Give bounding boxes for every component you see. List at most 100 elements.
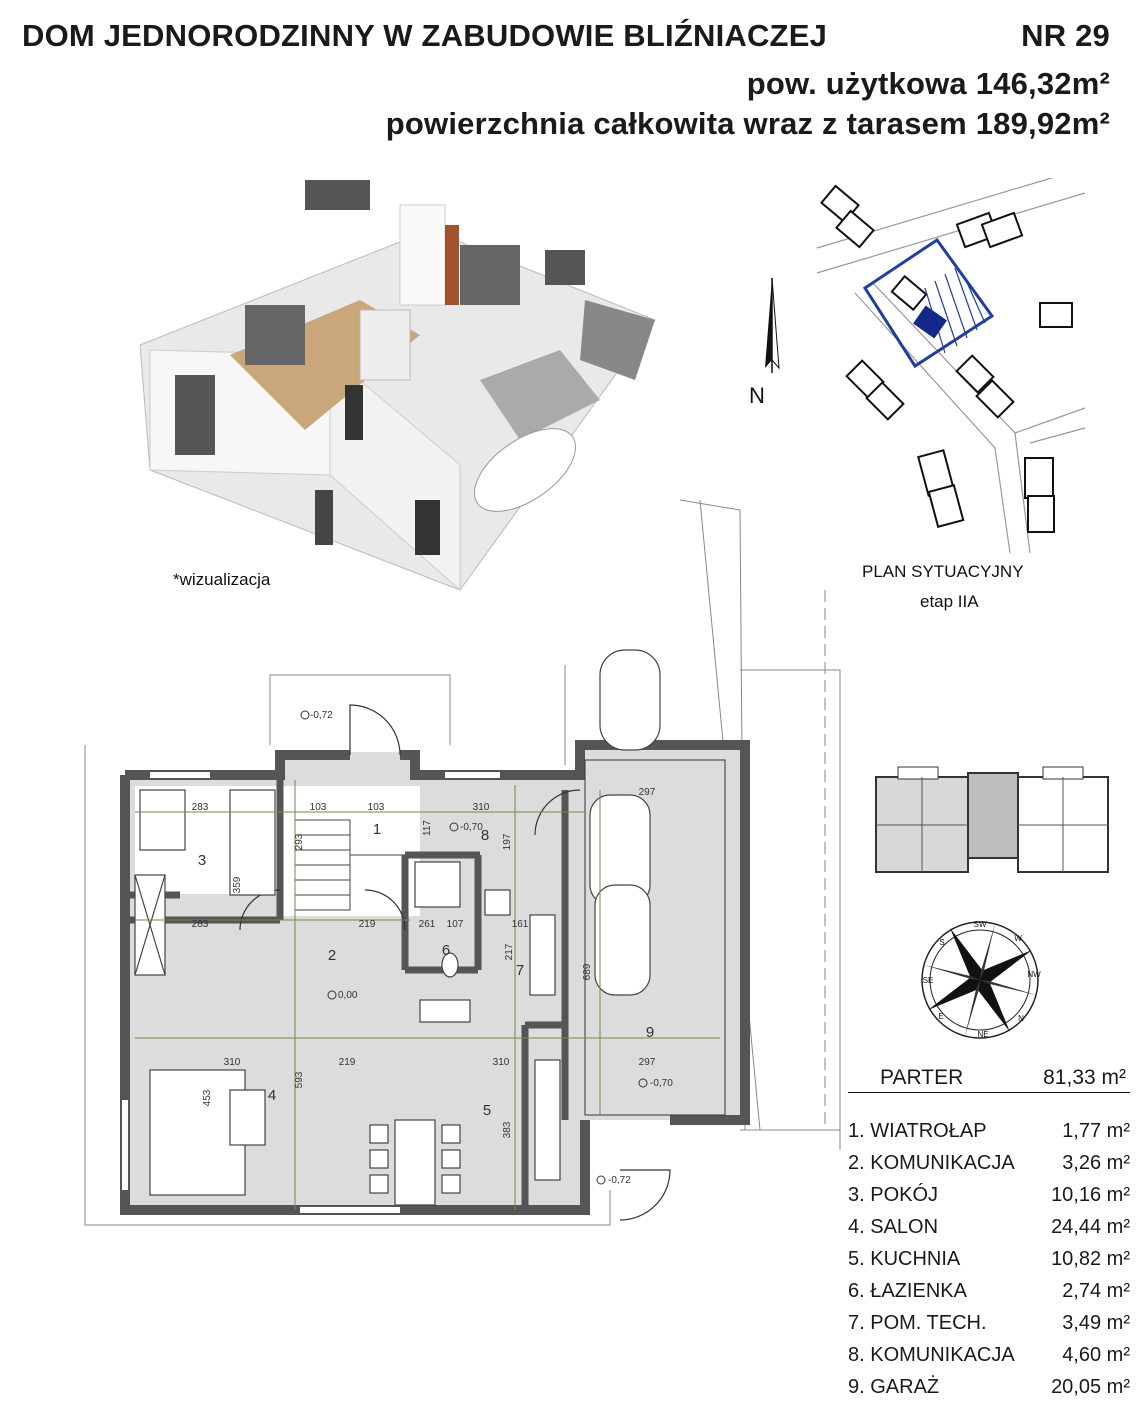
vis-upper-wall <box>399 204 446 306</box>
door-garage <box>534 789 581 836</box>
room-number: 7 <box>516 962 524 979</box>
room-area: 3,49 m² <box>1062 1312 1130 1334</box>
vis-wood-panel <box>445 225 459 305</box>
compass-label: NW <box>1027 970 1041 979</box>
site-plan-stage: etap IIA <box>920 592 979 611</box>
floor-name: PARTER <box>880 1066 964 1089</box>
level-mark: -0,72 <box>608 1175 631 1186</box>
dimension-label: 261 <box>419 919 436 930</box>
dimension-label: 297 <box>639 1057 656 1068</box>
compass-label: N <box>1018 1014 1024 1023</box>
dining-table <box>394 1119 436 1206</box>
vis-window-2 <box>315 490 333 545</box>
room-row: 7. POM. TECH. 3,49 m² <box>848 1307 1130 1339</box>
vis-terrace <box>580 300 655 380</box>
site-plan: N <box>749 178 1087 554</box>
floor-summary: PARTER 81,33 m² <box>848 1066 1130 1093</box>
dimension-label: 453 <box>202 1089 213 1106</box>
dimension-label: 107 <box>447 919 464 930</box>
room-name: 2. KOMUNIKACJA <box>848 1152 1015 1174</box>
dimension-label: 161 <box>512 919 529 930</box>
mini-entrance <box>897 766 939 780</box>
compass-star <box>922 922 1038 1038</box>
room-number: 5 <box>483 1102 491 1119</box>
kitchen-counter <box>534 1059 561 1181</box>
road-line <box>816 192 1086 274</box>
dimension-label: 283 <box>192 919 209 930</box>
building <box>1039 302 1073 328</box>
level-marker-icon <box>449 822 459 832</box>
plot-hatch <box>934 280 958 347</box>
dimension-label: 359 <box>232 876 243 893</box>
compass-label: E <box>938 1012 943 1021</box>
dimension-label: 310 <box>473 802 490 813</box>
dimension-label: 310 <box>224 1057 241 1068</box>
building <box>975 379 1015 419</box>
dimension-label: 219 <box>359 919 376 930</box>
room-name: 8. KOMUNIKACJA <box>848 1344 1015 1366</box>
site-plan-caption: PLAN SYTUACYJNY <box>862 562 1024 581</box>
room-row: 9. GARAŻ 20,05 m² <box>848 1371 1130 1403</box>
room-name: 5. KUCHNIA <box>848 1248 961 1270</box>
room-row: 2. KOMUNIKACJA 3,26 m² <box>848 1147 1130 1179</box>
boiler <box>484 889 511 916</box>
entrance-door <box>349 704 401 756</box>
north-arrow-icon <box>765 277 780 373</box>
dimension-label: 297 <box>639 787 656 798</box>
washing-machine <box>419 999 471 1023</box>
dimension-label: 593 <box>294 1071 305 1088</box>
room-area: 10,16 m² <box>1051 1184 1130 1206</box>
road-line <box>1014 407 1086 434</box>
house-number: NR 29 <box>1021 18 1110 53</box>
compass-label: S <box>939 938 944 947</box>
room-number: 2 <box>328 947 336 964</box>
dining-chair <box>441 1149 461 1169</box>
vis-upper-balcony <box>305 180 370 210</box>
level-marker-icon <box>327 990 337 1000</box>
garage-frame <box>584 759 726 1116</box>
page-title: DOM JEDNORODZINNY W ZABUDOWIE BLIŹNIACZE… <box>22 18 1110 54</box>
house-visualization <box>139 180 656 592</box>
room-name: 7. POM. TECH. <box>848 1312 987 1334</box>
sofa <box>149 1069 246 1196</box>
room-area: 20,05 m² <box>1051 1376 1130 1398</box>
dimension-label: 283 <box>192 802 209 813</box>
entrance-outline <box>269 674 451 745</box>
dimension-label: 310 <box>493 1057 510 1068</box>
room-area: 2,74 m² <box>1062 1280 1130 1302</box>
room-area: 1,77 m² <box>1062 1120 1130 1142</box>
room-number: 1 <box>373 821 381 838</box>
level-mark: 0,00 <box>338 990 358 1001</box>
duplex-mini-plan <box>875 766 1109 873</box>
room-name: 3. POKÓJ <box>848 1184 939 1206</box>
vis-chimney <box>545 250 585 285</box>
room-name: 4. SALON <box>848 1216 939 1238</box>
dimension-label: 219 <box>339 1057 356 1068</box>
building <box>955 354 995 394</box>
floor-area: 81,33 m² <box>1043 1066 1126 1089</box>
vis-room <box>359 309 411 381</box>
room-number: 9 <box>646 1024 654 1041</box>
room-name: 9. GARAŻ <box>848 1376 940 1398</box>
vis-garage-door <box>415 500 440 555</box>
vis-garage-roof <box>460 245 520 305</box>
compass-rose-icon: SW W NW N NE E SE S <box>921 920 1041 1039</box>
mini-garage <box>967 772 1019 859</box>
room-area: 24,44 m² <box>1051 1216 1130 1238</box>
level-mark: -0,72 <box>310 710 333 721</box>
coffee-table <box>229 1089 266 1146</box>
terrace-outline <box>84 745 611 1226</box>
room-number: 3 <box>198 852 206 869</box>
compass-label: W <box>1014 934 1022 943</box>
dimension-label: 197 <box>502 833 513 850</box>
room-area: 3,26 m² <box>1062 1152 1130 1174</box>
shower <box>414 861 461 908</box>
building <box>865 381 905 421</box>
usable-area: pow. użytkowa 146,32m² <box>746 66 1110 101</box>
room-row: 3. POKÓJ 10,16 m² <box>848 1179 1130 1211</box>
neighbour-outline <box>740 669 841 1150</box>
